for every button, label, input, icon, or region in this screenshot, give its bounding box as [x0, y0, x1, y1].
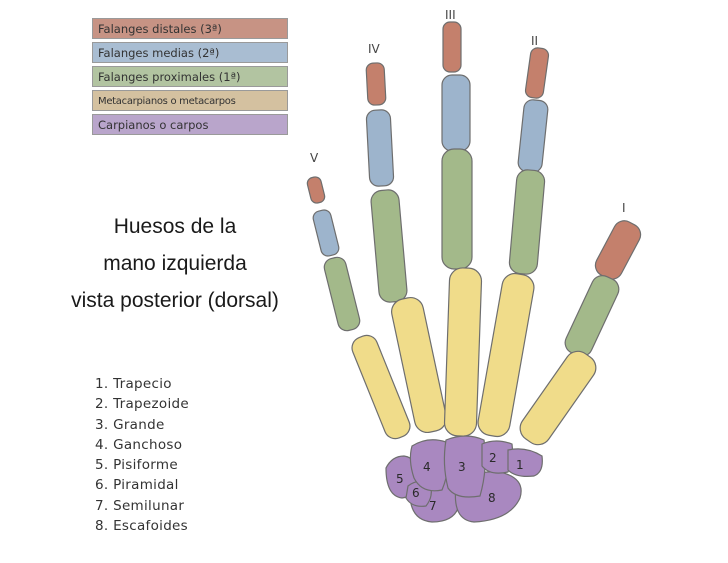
carpal-number-2: 2	[489, 451, 497, 465]
carpal-number-4: 4	[423, 460, 431, 474]
carpal-number-5: 5	[396, 472, 404, 486]
carpal-list-item: 3. Grande	[95, 416, 165, 433]
proximal-phalanx-iii	[441, 148, 473, 270]
middle-phalanx-iv	[365, 109, 395, 187]
carpal-number-8: 8	[488, 491, 496, 505]
finger-i	[519, 220, 642, 446]
legend: Falanges distales (3ª) Falanges medias (…	[92, 18, 288, 138]
carpal-number-1: 1	[516, 458, 524, 472]
finger-label-ii: II	[531, 34, 538, 48]
proximal-phalanx-v	[323, 256, 361, 332]
metacarpal-i	[519, 350, 597, 446]
carpal-bones	[385, 435, 543, 523]
carpal-number-3: 3	[458, 460, 466, 474]
carpal-list-item: 7. Semilunar	[95, 497, 185, 514]
finger-v	[306, 176, 411, 440]
distal-phalanx-i	[594, 220, 642, 280]
title-line-3: vista posterior (dorsal)	[71, 289, 279, 312]
carpal-bone-4	[409, 439, 449, 492]
finger-label-i: I	[622, 201, 626, 215]
carpal-list-item: 2. Trapezoide	[95, 396, 190, 413]
carpal-number-6: 6	[412, 486, 420, 500]
distal-phalanx-v	[306, 176, 326, 204]
metacarpal-iii	[443, 267, 483, 437]
finger-iv	[365, 62, 447, 434]
finger-label-iii: III	[445, 8, 456, 22]
carpal-bone-1	[507, 448, 543, 477]
title-line-1: Huesos de la	[113, 215, 237, 238]
carpal-number-7: 7	[429, 499, 437, 513]
carpal-list-item: 6. Piramidal	[95, 477, 179, 494]
distal-phalanx-iv	[365, 62, 387, 106]
diagram-title: Huesos de la mano izquierda vista poster…	[30, 208, 320, 319]
legend-carpal: Carpianos o carpos	[92, 114, 288, 135]
legend-metacarpal: Metacarpianos o metacarpos	[92, 90, 288, 111]
finger-label-iv: IV	[368, 42, 381, 56]
carpal-list-item: 8. Escafoides	[95, 518, 189, 535]
legend-distal: Falanges distales (3ª)	[92, 18, 288, 39]
carpals-list: 1. Trapecio 2. Trapezoide 3. Grande 4. G…	[95, 374, 189, 536]
carpal-list-item: 5. Pisiforme	[95, 457, 178, 474]
carpal-bone-3	[443, 435, 486, 498]
metacarpal-v	[351, 334, 411, 440]
middle-phalanx-ii	[517, 99, 549, 173]
distal-phalanx-iii	[442, 21, 462, 73]
finger-ii	[477, 47, 550, 438]
finger-label-v: V	[310, 151, 319, 165]
middle-phalanx-iii	[441, 74, 471, 152]
legend-middle: Falanges medias (2ª)	[92, 42, 288, 63]
proximal-phalanx-iv	[370, 189, 408, 303]
title-line-2: mano izquierda	[103, 252, 247, 275]
legend-proximal: Falanges proximales (1ª)	[92, 66, 288, 87]
proximal-phalanx-i	[564, 275, 620, 357]
carpal-list-item: 4. Ganchoso	[95, 436, 183, 453]
metacarpal-ii	[477, 272, 535, 438]
proximal-phalanx-ii	[508, 169, 546, 275]
middle-phalanx-v	[312, 209, 340, 257]
distal-phalanx-ii	[524, 47, 550, 99]
finger-iii	[441, 21, 483, 437]
carpal-list-item: 1. Trapecio	[95, 376, 172, 392]
metacarpal-iv	[391, 296, 447, 434]
